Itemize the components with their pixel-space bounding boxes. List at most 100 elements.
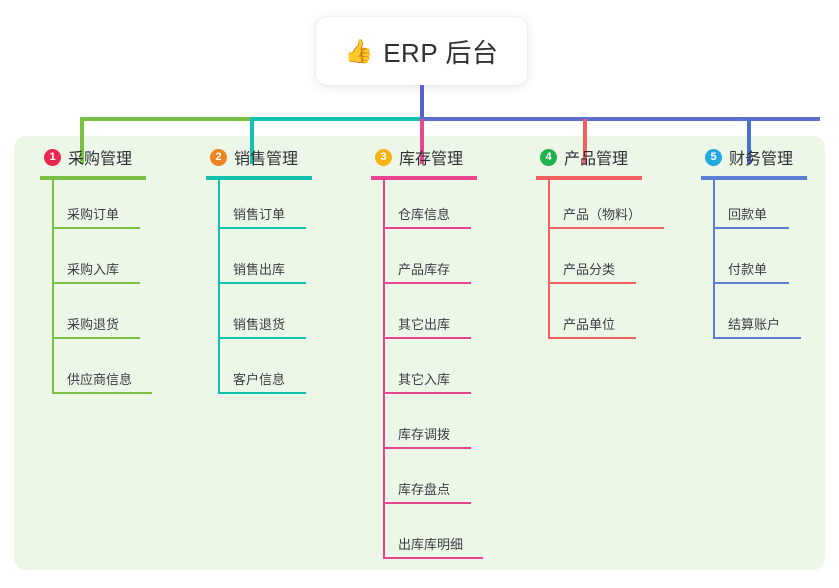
drop-product [583, 119, 587, 164]
trunk-connector [420, 85, 424, 121]
child-underline [548, 337, 636, 339]
list-item[interactable]: 采购入库 [40, 235, 146, 290]
badge-inventory: 3 [375, 148, 392, 166]
child-label: 销售退货 [233, 317, 286, 332]
diagram-panel [14, 136, 825, 570]
column-underline-product [536, 176, 642, 180]
column-header-finance[interactable]: 5 财务管理 [701, 142, 807, 172]
root-node[interactable]: 👍 ERP 后台 [316, 17, 527, 85]
child-underline [383, 447, 471, 449]
child-label: 产品单位 [563, 317, 616, 332]
list-item[interactable]: 销售出库 [206, 235, 312, 290]
child-label: 仓库信息 [398, 207, 451, 222]
list-item[interactable]: 产品分类 [536, 235, 642, 290]
drop-sales [250, 119, 254, 164]
column-title-finance: 财务管理 [729, 151, 794, 168]
spine-finance [713, 180, 715, 339]
column-header-purchase[interactable]: 1 采购管理 [40, 142, 146, 172]
drop-purchase [80, 119, 84, 164]
child-underline [52, 392, 152, 394]
child-label: 回款单 [728, 207, 768, 222]
child-label: 采购退货 [67, 317, 120, 332]
child-label: 采购入库 [67, 262, 120, 277]
child-underline [218, 282, 306, 284]
child-label: 库存调拨 [398, 427, 451, 442]
list-item[interactable]: 销售订单 [206, 180, 312, 235]
list-item[interactable]: 其它出库 [371, 290, 477, 345]
list-item[interactable]: 库存盘点 [371, 455, 477, 510]
thumbs-up-icon: 👍 [344, 37, 374, 64]
child-label: 付款单 [728, 262, 768, 277]
child-label: 其它入库 [398, 372, 451, 387]
list-item[interactable]: 产品单位 [536, 290, 642, 345]
child-underline [52, 227, 140, 229]
segment-blue [420, 117, 820, 121]
list-item[interactable]: 其它入库 [371, 345, 477, 400]
child-underline [713, 227, 789, 229]
list-item[interactable]: 回款单 [701, 180, 807, 235]
badge-product: 4 [540, 148, 557, 166]
list-item[interactable]: 采购退货 [40, 290, 146, 345]
column-underline-finance [701, 176, 807, 180]
child-label: 其它出库 [398, 317, 451, 332]
column-finance: 5 财务管理回款单付款单结算账户 [701, 142, 807, 345]
column-purchase: 1 采购管理采购订单采购入库采购退货供应商信息 [40, 142, 152, 400]
child-label: 销售出库 [233, 262, 286, 277]
child-label: 结算账户 [728, 317, 781, 332]
drop-inventory [420, 119, 424, 164]
list-item[interactable]: 产品（物料） [536, 180, 664, 235]
drop-finance [747, 119, 751, 164]
child-label: 客户信息 [233, 372, 286, 387]
list-item[interactable]: 仓库信息 [371, 180, 477, 235]
list-item[interactable]: 产品库存 [371, 235, 477, 290]
child-underline [548, 282, 636, 284]
column-title-purchase: 采购管理 [68, 151, 133, 168]
child-underline [548, 227, 664, 229]
child-underline [383, 227, 471, 229]
list-item[interactable]: 付款单 [701, 235, 807, 290]
list-item[interactable]: 采购订单 [40, 180, 146, 235]
child-label: 供应商信息 [67, 372, 133, 387]
spine-sales [218, 180, 220, 394]
child-underline [52, 337, 140, 339]
column-underline-purchase [40, 176, 146, 180]
segment-green [80, 117, 252, 121]
spine-inventory [383, 180, 385, 559]
list-item[interactable]: 销售退货 [206, 290, 312, 345]
child-underline [218, 392, 306, 394]
segment-teal [250, 117, 422, 121]
list-item[interactable]: 客户信息 [206, 345, 312, 400]
child-list-product: 产品（物料） 产品分类产品单位 [536, 180, 664, 345]
child-label: 库存盘点 [398, 482, 451, 497]
spine-product [548, 180, 550, 339]
child-list-purchase: 采购订单采购入库采购退货供应商信息 [40, 180, 152, 400]
badge-purchase: 1 [44, 148, 61, 166]
spine-purchase [52, 180, 54, 394]
badge-finance: 5 [705, 148, 722, 166]
child-label: 采购订单 [67, 207, 120, 222]
child-underline [218, 227, 306, 229]
child-label: 销售订单 [233, 207, 286, 222]
child-label: 出库库明细 [398, 537, 464, 552]
root-title: ERP 后台 [383, 37, 499, 68]
child-list-sales: 销售订单销售出库销售退货客户信息 [206, 180, 312, 400]
list-item[interactable]: 库存调拨 [371, 400, 477, 455]
list-item[interactable]: 供应商信息 [40, 345, 152, 400]
child-underline [52, 282, 140, 284]
child-underline [713, 282, 789, 284]
column-title-product: 产品管理 [564, 151, 629, 168]
child-label: 产品（物料） [563, 207, 642, 222]
child-underline [383, 557, 483, 559]
column-product: 4 产品管理产品（物料） 产品分类产品单位 [536, 142, 664, 345]
column-header-product[interactable]: 4 产品管理 [536, 142, 642, 172]
list-item[interactable]: 出库库明细 [371, 510, 483, 565]
column-title-sales: 销售管理 [234, 151, 299, 168]
child-label: 产品库存 [398, 262, 451, 277]
column-underline-inventory [371, 176, 477, 180]
list-item[interactable]: 结算账户 [701, 290, 807, 345]
